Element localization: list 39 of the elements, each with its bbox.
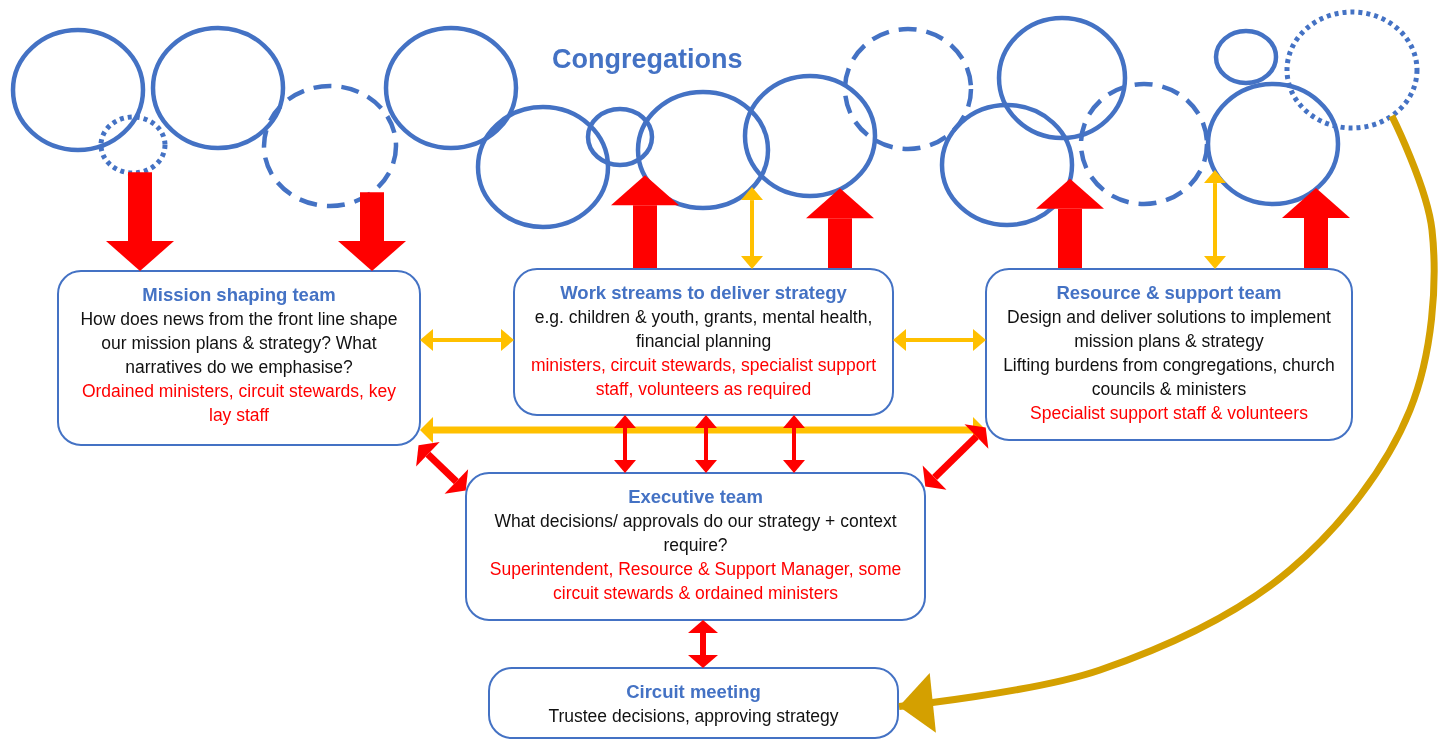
double-arrow <box>695 415 717 473</box>
team-box <box>57 270 421 446</box>
double-arrow <box>783 415 805 473</box>
double-arrow <box>1204 170 1226 269</box>
members-text: Superintendent, Resource & Support Manager, some circuit stewards & ordained ministers <box>488 558 903 605</box>
block-arrow <box>1036 178 1104 268</box>
team-heading: Resource & support team <box>1055 281 1283 305</box>
team-heading: Executive team <box>627 485 764 509</box>
description-text: Lifting burdens from congregations, church councils & ministers <box>1002 354 1336 401</box>
members-text: Ordained ministers, circuit stewards, key lay staff <box>80 380 398 427</box>
double-arrow <box>420 417 986 443</box>
double-arrow <box>741 187 763 269</box>
diagram-title: Congregations <box>552 44 743 75</box>
description-text: Design and deliver solutions to implement mission plans & strategy <box>1006 306 1332 353</box>
team-heading: Circuit meeting <box>625 680 762 704</box>
members-text: Specialist support staff & volunteers <box>1029 402 1309 425</box>
double-arrow <box>416 442 469 494</box>
team-heading: Work streams to deliver strategy <box>559 281 848 305</box>
block-arrow <box>1282 188 1350 268</box>
description-text: Trustee decisions, approving strategy <box>547 705 840 728</box>
description-text: How does news from the front line shape our mission plans & strategy? What narratives do we emphasise? <box>79 308 399 379</box>
team-box <box>488 667 899 739</box>
block-arrow <box>338 192 406 271</box>
block-arrow <box>106 172 174 271</box>
team-heading: Mission shaping team <box>141 283 337 307</box>
team-box <box>465 472 926 621</box>
curved-arrow <box>898 114 1438 733</box>
block-arrow <box>611 175 679 268</box>
double-arrow <box>922 424 989 490</box>
double-arrow <box>688 620 718 668</box>
team-box <box>513 268 894 416</box>
team-box <box>985 268 1353 441</box>
double-arrow <box>893 329 986 351</box>
members-text: ministers, circuit stewards, specialist support staff, volunteers as required <box>529 354 878 401</box>
double-arrow <box>614 415 636 473</box>
double-arrow <box>420 329 514 351</box>
block-arrow <box>806 188 874 268</box>
description-text: e.g. children & youth, grants, mental health, financial planning <box>533 306 874 353</box>
description-text: What decisions/ approvals do our strategy + context require? <box>493 510 898 557</box>
